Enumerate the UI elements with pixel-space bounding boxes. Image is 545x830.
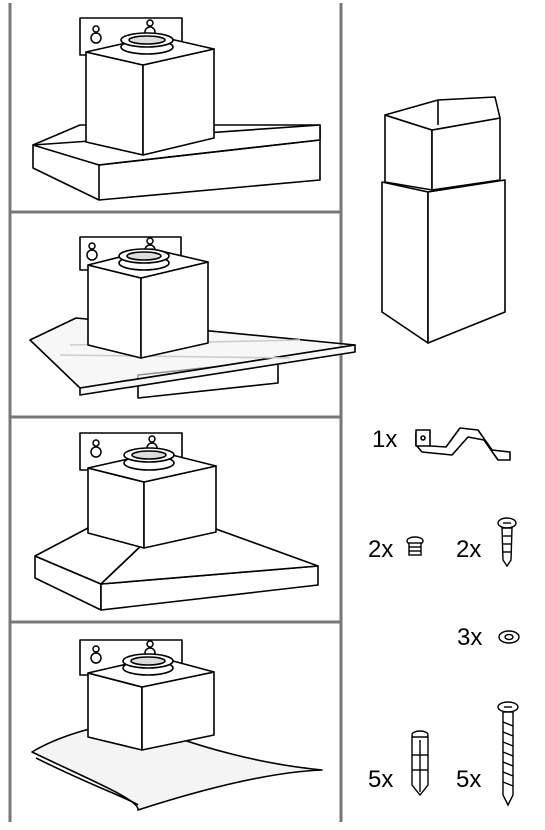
washer-qty: 3x [457, 624, 482, 651]
hood-curved-illustration [31, 639, 323, 811]
screw-small-qty: 2x [368, 536, 393, 563]
washer-icon [498, 630, 520, 644]
bracket-qty: 1x [372, 426, 397, 453]
wall-plug-qty: 5x [368, 766, 393, 793]
hood-pyramid-illustration [34, 432, 319, 611]
hood-flat-illustration [32, 17, 321, 201]
screw-long-qty: 5x [456, 766, 481, 793]
wall-bracket-icon [415, 427, 511, 461]
screw-medium-icon [497, 517, 517, 568]
screw-medium-qty: 2x [456, 536, 481, 563]
wall-plug-icon [411, 730, 429, 797]
screw-small-icon [406, 536, 424, 556]
screw-long-icon [497, 701, 519, 807]
chimney-illustration [381, 96, 506, 344]
panel-frame [8, 3, 343, 822]
hood-glass-illustration [29, 236, 356, 399]
